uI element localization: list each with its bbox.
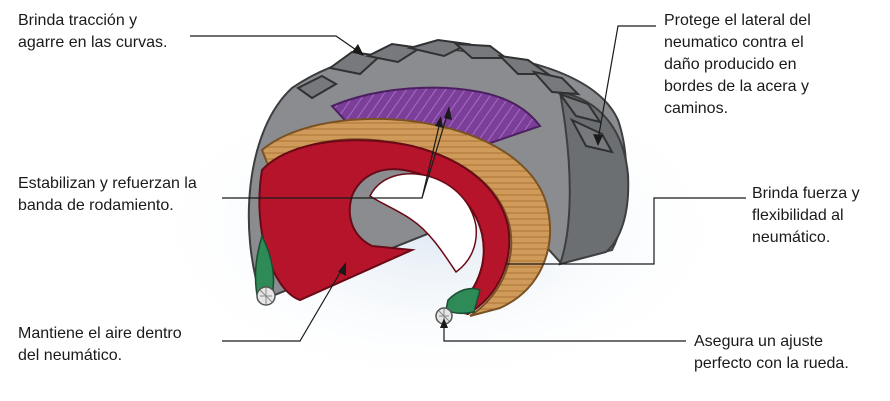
tire-sidewall-right bbox=[558, 90, 630, 266]
leader-sidewall bbox=[597, 25, 656, 141]
leader-bead bbox=[443, 322, 686, 342]
label-bead: Asegura un ajuste perfecto con la rueda. bbox=[694, 333, 849, 372]
leader-tread bbox=[190, 35, 363, 55]
leader-plies bbox=[506, 197, 746, 265]
bead-wire-left bbox=[256, 286, 276, 306]
arrow-sidewall bbox=[593, 134, 603, 146]
label-belts: Estabilizan y refuerzan la banda de roda… bbox=[18, 175, 197, 214]
arrow-bead bbox=[440, 318, 448, 328]
tread-blocks bbox=[296, 38, 614, 154]
arrow-liner bbox=[338, 262, 346, 276]
leader-belts-2 bbox=[421, 121, 441, 199]
leader-arrowheads bbox=[338, 44, 603, 328]
leader-liner bbox=[222, 265, 345, 342]
label-inner-liner: Mantiene el aire dentro del neumático. bbox=[18, 325, 182, 364]
label-tread: Brinda tracción y agarre en las curvas. bbox=[18, 12, 168, 51]
leader-lines bbox=[190, 25, 746, 342]
arrow-tread bbox=[352, 44, 364, 56]
arrow-belts-2 bbox=[435, 116, 443, 128]
label-body-plies: Brinda fuerza y flexibilidad al neumátic… bbox=[752, 185, 860, 246]
arrow-belts bbox=[444, 106, 452, 120]
label-sidewall: Protege el lateral del neumatico contra … bbox=[664, 12, 811, 117]
